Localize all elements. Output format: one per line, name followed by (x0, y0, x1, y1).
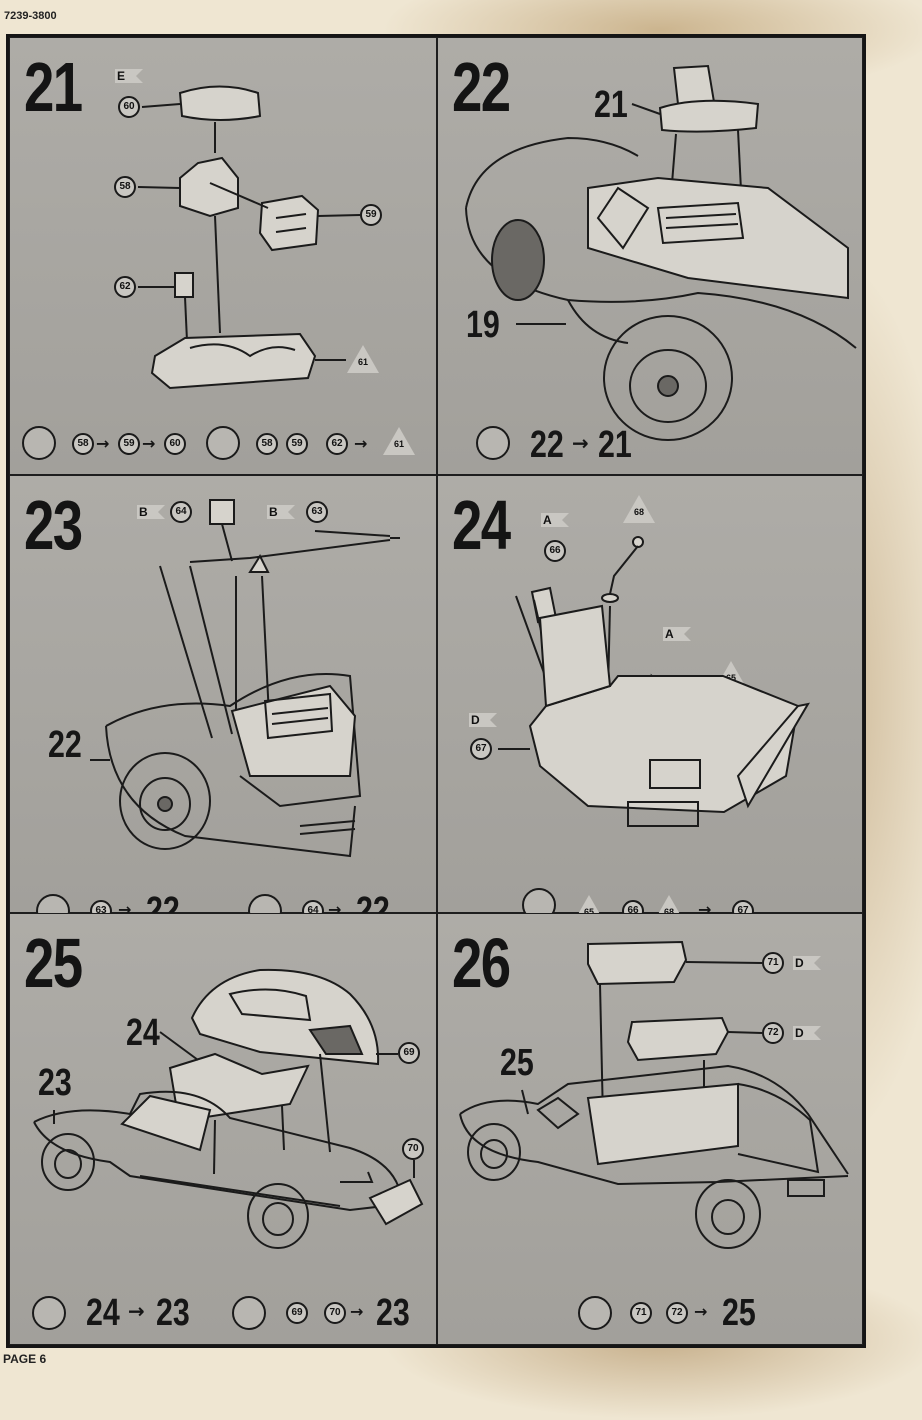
part-callout: 59 (118, 433, 140, 455)
document-code: 7239-3800 (4, 10, 57, 22)
decal-flag (137, 505, 165, 519)
decal-letter: E (117, 69, 126, 83)
decal-letter: A (543, 513, 552, 527)
decal-flag (541, 513, 569, 527)
part-callout: 70 (402, 1138, 424, 1160)
step-number: 26 (452, 924, 511, 1002)
air-cleaner-drawing (137, 85, 361, 390)
decal-letter: B (269, 505, 278, 519)
engine-bay-drawing (465, 64, 857, 441)
part-label: 19 (466, 304, 500, 346)
step-26-panel: 26 71 D 72 D 25 71 72 → (437, 913, 863, 1345)
decal-flag (115, 69, 143, 83)
paint-triangle (383, 427, 415, 455)
part-callout: 58 (256, 433, 278, 455)
glue-icon (206, 426, 240, 460)
paint-code: 68 (633, 507, 644, 517)
part-callout: 67 (470, 738, 492, 760)
part-callout: 60 (164, 433, 186, 455)
step-21-panel: 21 E 60 58 59 62 61 58 → 59 (9, 37, 437, 475)
part-callout: 63 (306, 501, 328, 523)
part-callout: 59 (360, 204, 382, 226)
sequence-part: 25 (722, 1292, 756, 1334)
step-25-panel: 25 24 23 69 70 24 (9, 913, 437, 1345)
decal-letter: A (665, 627, 674, 641)
sequence-part: 21 (598, 424, 632, 466)
paint-code: 65 (583, 907, 594, 917)
glue-icon (232, 1296, 266, 1330)
part-label: 21 (594, 84, 628, 126)
part-callout: 58 (114, 176, 136, 198)
part-callout: 71 (762, 952, 784, 974)
page-number: PAGE 6 (3, 1352, 47, 1366)
part-label: 24 (126, 1012, 160, 1054)
paint-code: 68 (663, 907, 674, 917)
glue-icon (476, 426, 510, 460)
sequence-part: 23 (376, 1292, 410, 1334)
part-callout: 59 (286, 433, 308, 455)
sequence-part: 24 (86, 1292, 120, 1334)
decal-letter: D (795, 1026, 804, 1040)
part-callout: 58 (72, 433, 94, 455)
sequence-part: 22 (530, 424, 564, 466)
glue-icon (22, 426, 56, 460)
glue-icon (578, 1296, 612, 1330)
part-label: 25 (500, 1042, 534, 1084)
seat-install-drawing (459, 940, 849, 1249)
wiring-drawing (90, 499, 400, 858)
instruction-sheet: 21 E 60 58 59 62 61 58 → 59 (6, 34, 866, 1348)
step-24-panel: 24 A 66 68 A 65 D 67 (437, 475, 863, 923)
part-label: 22 (48, 724, 82, 766)
step-number: 24 (452, 486, 511, 564)
part-callout: 64 (170, 501, 192, 523)
decal-flag (793, 956, 821, 970)
paint-triangle (623, 495, 655, 523)
decal-letter: B (139, 505, 148, 519)
step-number: 22 (452, 48, 511, 126)
step-number: 25 (24, 924, 83, 1002)
part-label: 23 (38, 1062, 72, 1104)
part-callout: 60 (118, 96, 140, 118)
part-callout: 71 (630, 1302, 652, 1324)
decal-flag (267, 505, 295, 519)
part-callout: 69 (398, 1042, 420, 1064)
step-number: 21 (24, 48, 83, 126)
step-number: 23 (24, 486, 83, 564)
decal-flag (663, 627, 691, 641)
paint-code: 65 (725, 673, 736, 683)
glue-icon (32, 1296, 66, 1330)
paint-code: 61 (357, 357, 368, 367)
part-callout: 70 (324, 1302, 346, 1324)
part-callout: 69 (286, 1302, 308, 1324)
body-assembly-drawing (33, 968, 424, 1249)
decal-flag (793, 1026, 821, 1040)
part-callout: 66 (544, 540, 566, 562)
decal-letter: D (471, 713, 480, 727)
decal-letter: D (795, 956, 804, 970)
floor-pan-drawing (498, 536, 810, 827)
paint-code: 61 (393, 439, 404, 449)
step-22-panel: 22 21 19 22 → 21 (437, 37, 863, 475)
step-23-panel: 23 B 64 B 63 22 (9, 475, 437, 930)
part-callout: 72 (762, 1022, 784, 1044)
decal-flag (469, 713, 497, 727)
sequence-part: 23 (156, 1292, 190, 1334)
part-callout: 62 (114, 276, 136, 298)
part-callout: 72 (666, 1302, 688, 1324)
paint-triangle (347, 345, 379, 373)
part-callout: 62 (326, 433, 348, 455)
